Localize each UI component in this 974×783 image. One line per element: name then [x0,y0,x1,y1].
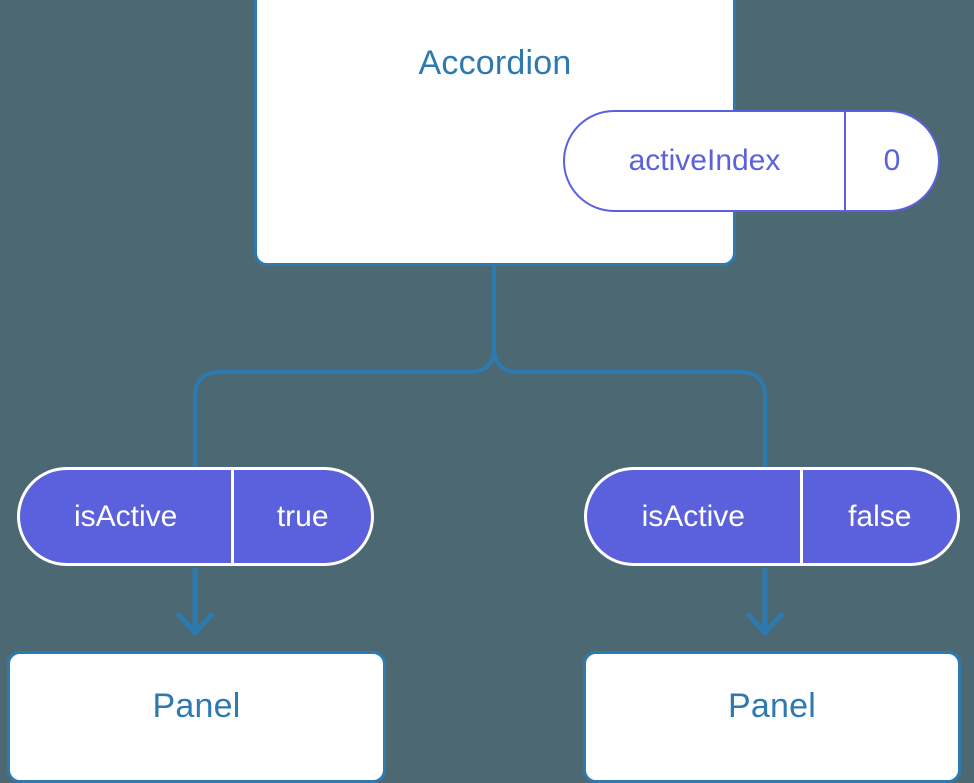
accordion-node-title: Accordion [418,44,572,82]
accordion-node[interactable]: Accordion activeIndex 0 [254,0,940,266]
panel-node-right[interactable]: Panel [583,651,961,783]
state-pill-key: activeIndex [628,144,781,177]
connector-branch-left [193,345,496,469]
arrow-head-right [746,612,784,636]
state-pill-key: isActive [74,499,178,533]
state-pill-value: false [799,470,957,563]
panel-node-title: Panel [152,687,241,725]
state-pill-is-active-false[interactable]: isActive false [584,467,960,566]
connector-branch-right [492,345,767,469]
panel-node-left[interactable]: Panel [7,651,386,783]
state-pill-value: 0 [843,112,938,210]
panel-node-title: Panel [728,687,816,725]
state-pill-is-active-true[interactable]: isActive true [17,467,374,566]
state-pill-key: isActive [641,499,745,533]
arrow-head-left [176,612,214,636]
state-pill-value: true [231,470,371,563]
state-pill-active-index[interactable]: activeIndex 0 [563,110,940,212]
